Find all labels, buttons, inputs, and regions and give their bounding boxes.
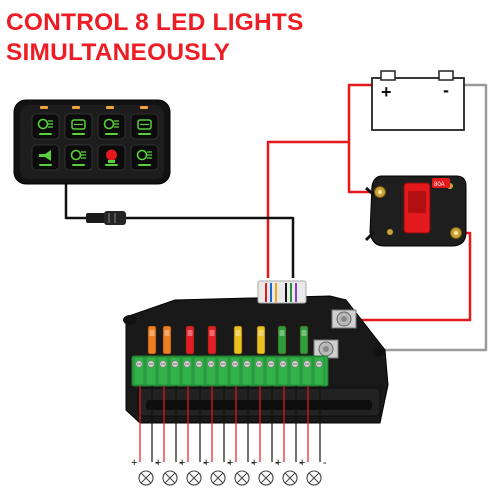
terminal-screw xyxy=(265,356,277,386)
wire-panel-cable-b xyxy=(126,216,295,278)
output-light: +- xyxy=(275,386,303,486)
beam-light-icon xyxy=(97,113,126,140)
terminal-plus-label: + xyxy=(203,457,209,469)
terminal-screw xyxy=(205,356,217,386)
connector-pins xyxy=(265,283,297,302)
terminal-screw xyxy=(217,356,229,386)
terminal-minus-label: - xyxy=(275,457,279,469)
terminal-plus-label: + xyxy=(275,457,281,469)
fuse-row xyxy=(147,325,309,355)
battery-plus-label: + xyxy=(381,82,392,102)
ground-stud xyxy=(313,339,339,359)
work-light-icon xyxy=(64,144,93,171)
power-stud xyxy=(331,309,357,329)
terminal-minus-label: - xyxy=(179,457,183,469)
terminal-screw xyxy=(193,356,205,386)
terminal-screw xyxy=(157,356,169,386)
terminal-minus-label: - xyxy=(323,457,327,469)
terminal-plus-label: + xyxy=(251,457,257,469)
fuse xyxy=(147,325,157,355)
output-light: +- xyxy=(179,386,207,486)
terminal-minus-label: - xyxy=(203,457,207,469)
output-light: +- xyxy=(227,386,255,486)
breaker-rating: 80A xyxy=(434,182,445,188)
light-bulb-icon xyxy=(210,470,226,486)
horn-icon xyxy=(31,144,60,171)
circuit-breaker: 80A xyxy=(364,175,467,247)
title-line-1: CONTROL 8 LED LIGHTS xyxy=(6,9,304,36)
inline-connector xyxy=(86,211,126,225)
terminal-screw xyxy=(301,356,313,386)
terminal-plus-label: + xyxy=(179,457,185,469)
spot-light-icon xyxy=(130,144,159,171)
terminal-plus-label: + xyxy=(299,457,305,469)
light-bulb-icon xyxy=(282,470,298,486)
fuse xyxy=(207,325,217,355)
battery-minus-label: - xyxy=(443,80,449,100)
control-box xyxy=(123,280,389,424)
terminal-plus-label: + xyxy=(155,457,161,469)
output-light: +- xyxy=(131,386,159,486)
fuse xyxy=(299,325,309,355)
fog-light-icon xyxy=(31,113,60,140)
terminal-block xyxy=(133,356,325,386)
terminal-screw xyxy=(253,356,265,386)
wires xyxy=(64,83,488,352)
title-line-2: SIMULTANEOUSLY xyxy=(6,39,231,66)
fuse xyxy=(256,325,266,355)
wire-battery-to-breaker xyxy=(347,83,388,194)
terminal-minus-label: - xyxy=(227,457,231,469)
output-lights: +-+-+-+-+-+-+-+- xyxy=(131,386,327,486)
fuse xyxy=(233,325,243,355)
terminal-screw xyxy=(145,356,157,386)
output-light: +- xyxy=(155,386,183,486)
terminal-screw xyxy=(229,356,241,386)
fuse xyxy=(162,325,172,355)
output-light: +- xyxy=(203,386,231,486)
switch-buttons xyxy=(31,113,159,171)
light-bulb-icon xyxy=(162,470,178,486)
wire-panel-cable xyxy=(64,180,88,220)
light-bar-icon xyxy=(64,113,93,140)
terminal-screw xyxy=(277,356,289,386)
terminal-plus-label: + xyxy=(227,457,233,469)
terminal-screw xyxy=(313,356,325,386)
terminal-minus-label: - xyxy=(299,457,303,469)
switch-panel xyxy=(13,99,171,185)
light-bulb-icon xyxy=(258,470,274,486)
light-bulb-icon xyxy=(306,470,322,486)
diagram-title: CONTROL 8 LED LIGHTS SIMULTANEOUSLY xyxy=(6,8,304,68)
terminal-screw xyxy=(241,356,253,386)
emergency-light-icon xyxy=(97,144,126,171)
wire-battery-ground xyxy=(330,83,488,352)
terminal-minus-label: - xyxy=(251,457,255,469)
terminal-screw xyxy=(133,356,145,386)
light-bulb-icon xyxy=(138,470,154,486)
output-light: +- xyxy=(299,386,327,486)
terminal-minus-label: - xyxy=(155,457,159,469)
battery: + - xyxy=(371,70,465,131)
light-bulb-icon xyxy=(234,470,250,486)
output-light: +- xyxy=(251,386,279,486)
wire-red-signal xyxy=(266,140,349,278)
fuse xyxy=(185,325,195,355)
terminal-screw xyxy=(181,356,193,386)
terminal-plus-label: + xyxy=(131,457,137,469)
light-bar-label-icon xyxy=(130,113,159,140)
terminal-screw xyxy=(169,356,181,386)
fuse xyxy=(277,325,287,355)
light-bulb-icon xyxy=(186,470,202,486)
terminal-screw xyxy=(289,356,301,386)
